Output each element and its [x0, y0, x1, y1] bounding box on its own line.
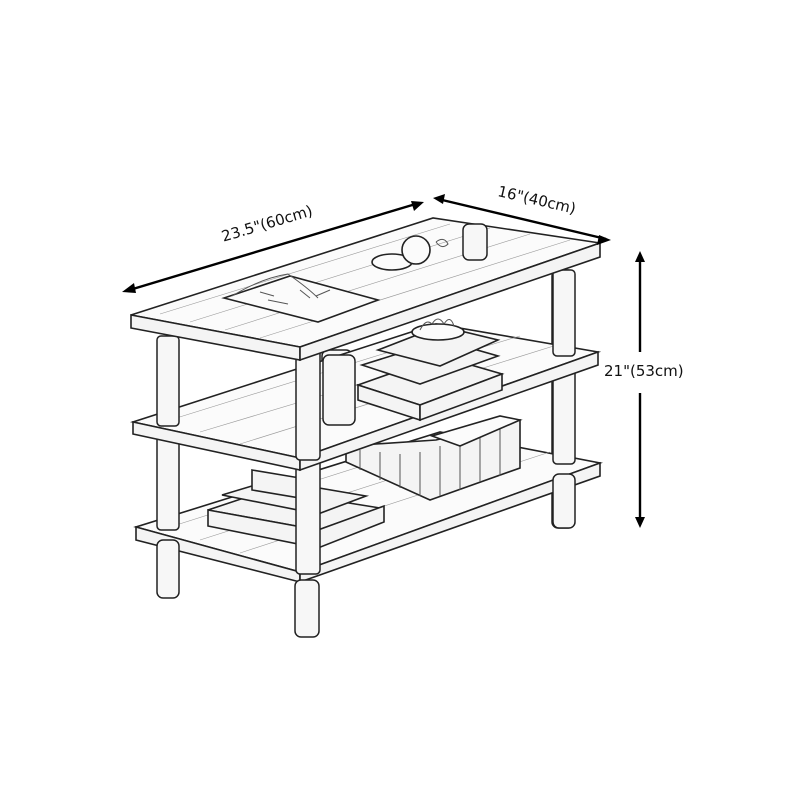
cup	[462, 223, 488, 261]
open-magazine	[221, 273, 381, 323]
woven-basket	[345, 415, 523, 501]
middle-posts	[156, 359, 576, 575]
fruit-bowl	[371, 235, 449, 271]
depth-dimension-line	[433, 194, 611, 245]
width-dimension-line	[122, 201, 424, 293]
height-label: 21"(53cm)	[604, 362, 684, 380]
bottom-books	[207, 469, 385, 550]
vase	[322, 354, 356, 426]
middle-books	[355, 318, 505, 422]
middle-shelf	[129, 318, 602, 472]
bottom-shelf	[133, 415, 603, 638]
height-dimension-line	[635, 251, 645, 528]
top-shelf	[130, 217, 601, 362]
